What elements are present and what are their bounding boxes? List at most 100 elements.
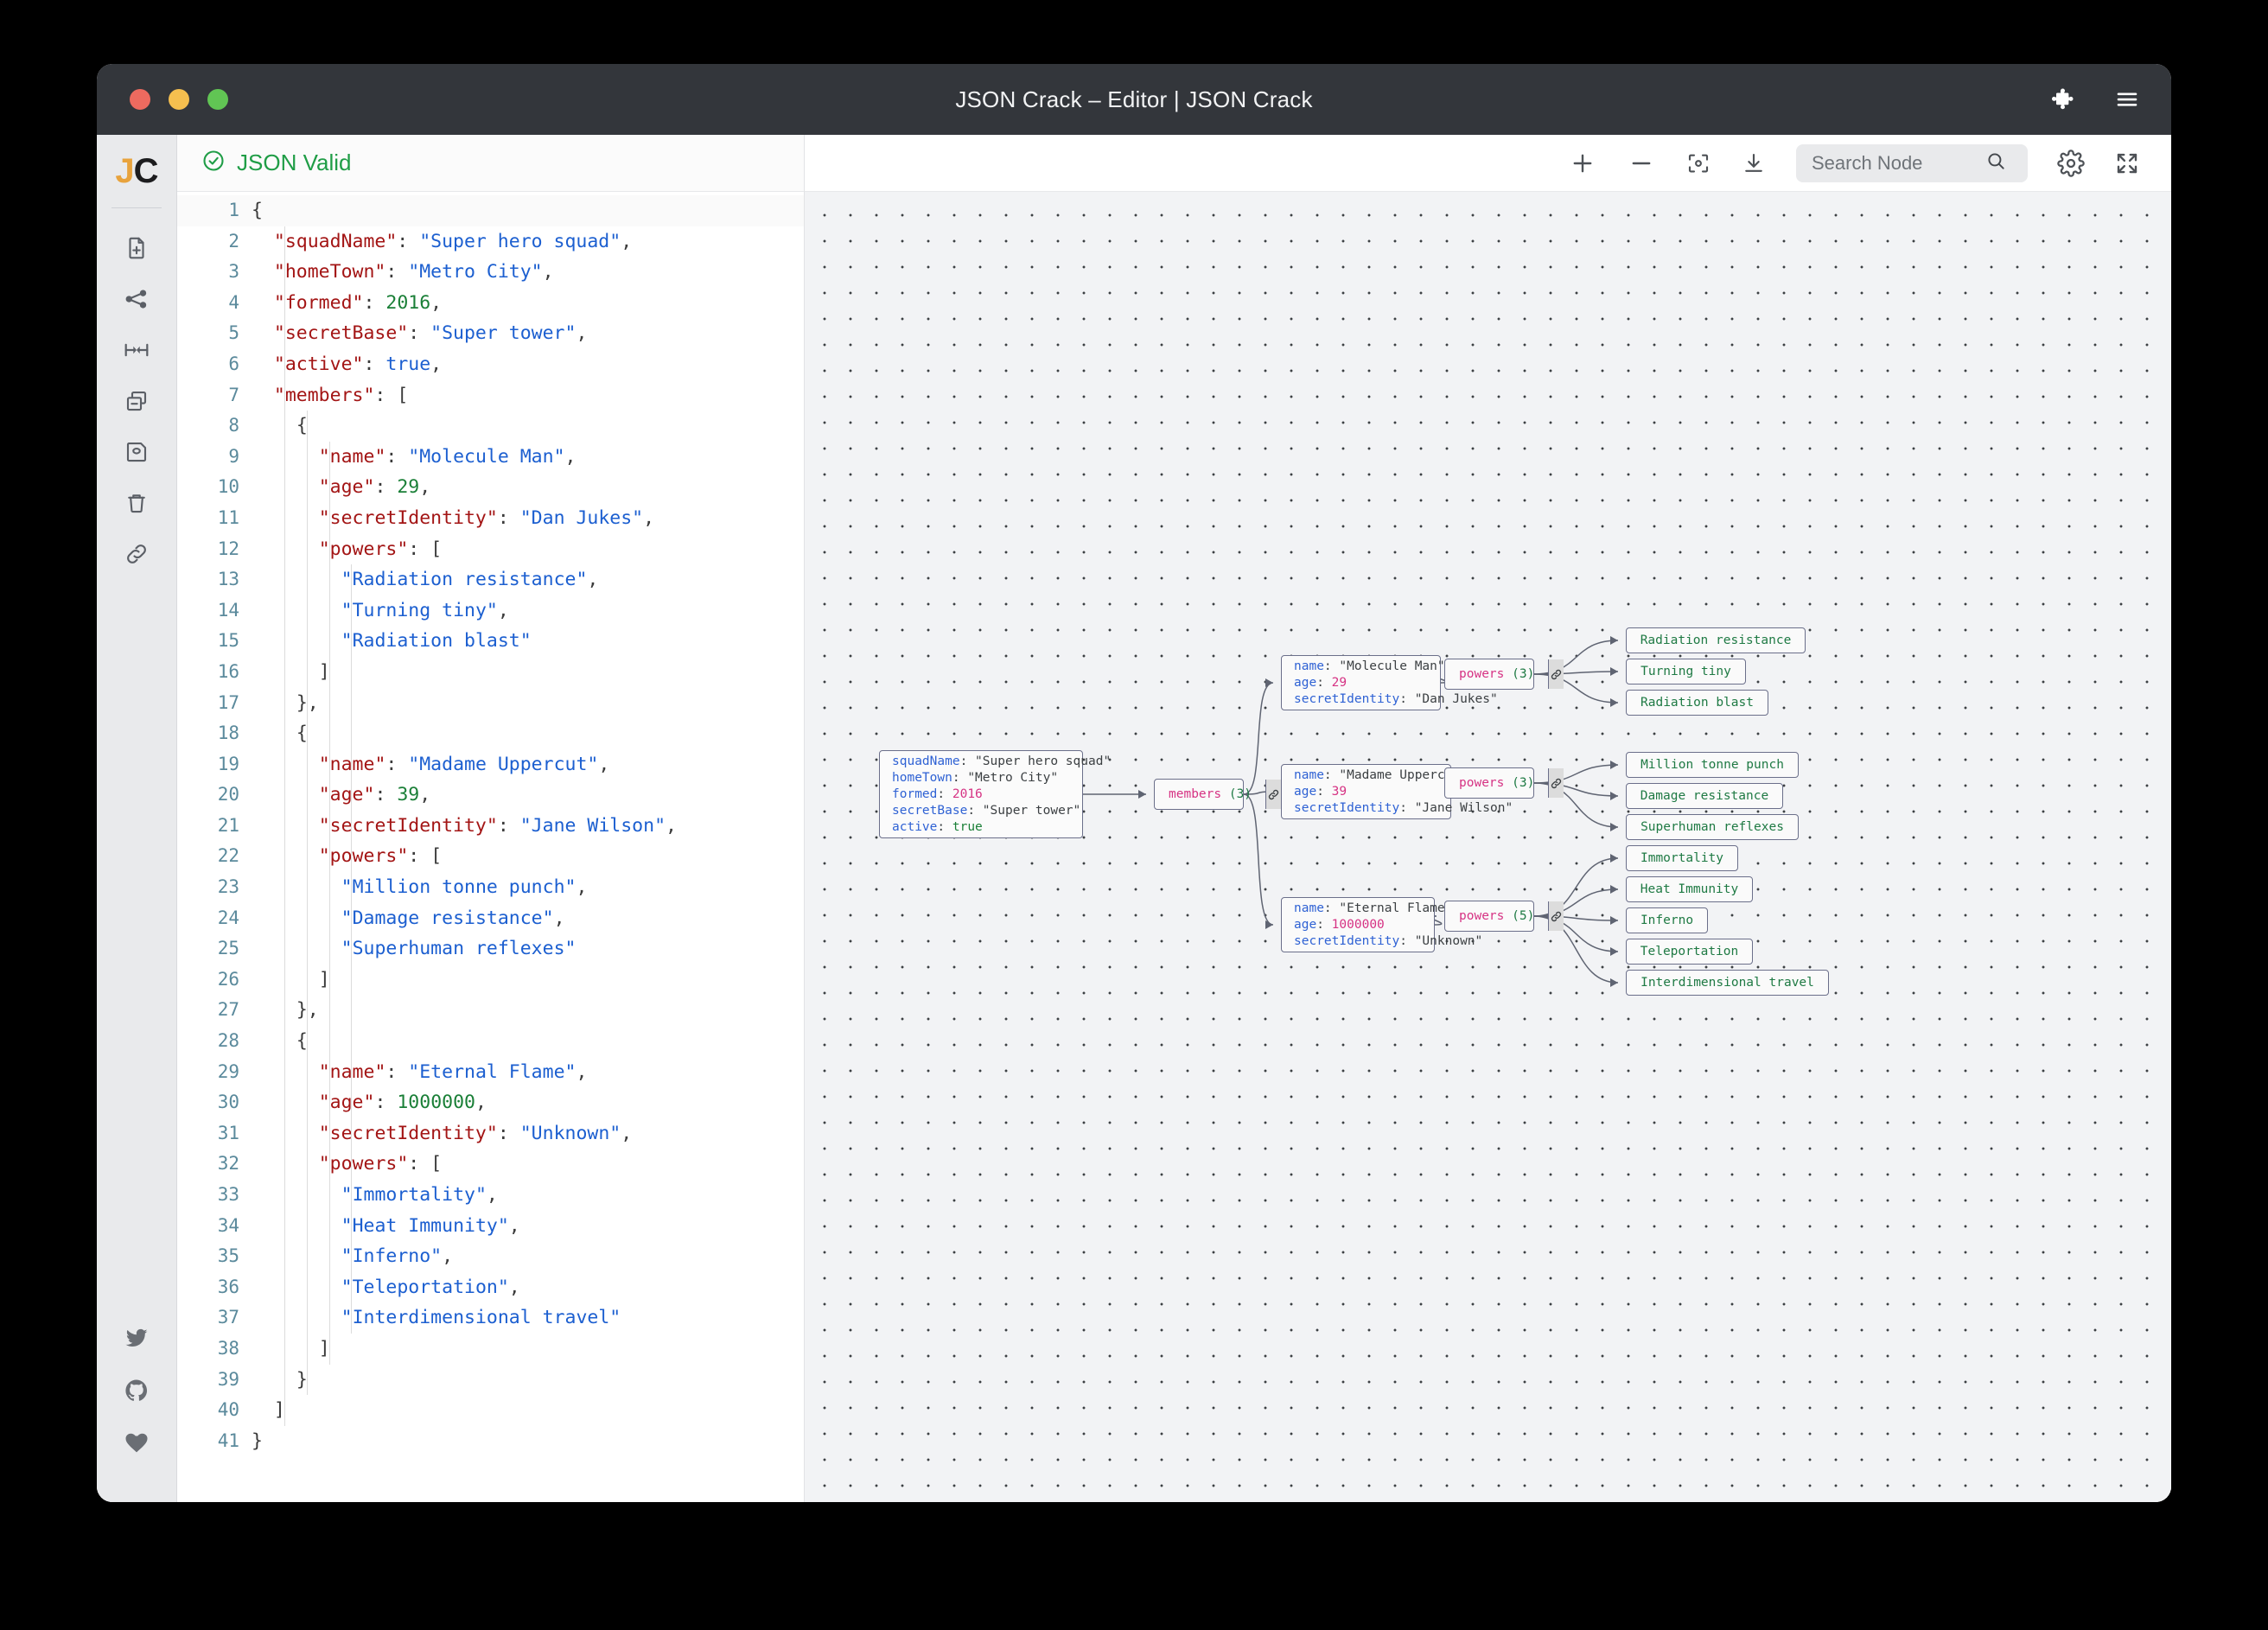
graph-node-leaf[interactable]: Heat Immunity <box>1626 876 1753 902</box>
graph-node-leaf[interactable]: Turning tiny <box>1626 659 1746 684</box>
graph-edge <box>1533 915 1619 952</box>
code-line[interactable]: 29 "name": "Eternal Flame", <box>177 1057 804 1088</box>
code-line[interactable]: 9 "name": "Molecule Man", <box>177 442 804 473</box>
copy-window-icon[interactable] <box>97 375 177 426</box>
graph-canvas[interactable]: squadName: "Super hero squad"homeTown: "… <box>805 192 2171 1502</box>
code-editor[interactable]: 1{2 "squadName": "Super hero squad",3 "h… <box>177 192 804 1502</box>
github-icon[interactable] <box>97 1364 177 1417</box>
twitter-icon[interactable] <box>97 1311 177 1364</box>
minimize-button[interactable] <box>169 89 189 110</box>
search-input[interactable] <box>1812 151 1976 175</box>
code-line[interactable]: 18 { <box>177 718 804 749</box>
graph-node-leaf[interactable]: Inferno <box>1626 907 1708 933</box>
link-icon[interactable] <box>1548 768 1564 798</box>
graph-edge-arrow <box>1610 978 1618 987</box>
line-number: 39 <box>217 1368 239 1390</box>
link-icon[interactable] <box>1265 780 1282 809</box>
graph-node-powers[interactable]: powers (5) <box>1444 901 1564 932</box>
hamburger-menu-icon[interactable] <box>2114 86 2140 112</box>
code-line[interactable]: 4 "formed": 2016, <box>177 288 804 319</box>
code-line[interactable]: 28 { <box>177 1026 804 1057</box>
code-line[interactable]: 3 "homeTown": "Metro City", <box>177 257 804 288</box>
code-line[interactable]: 32 "powers": [ <box>177 1149 804 1180</box>
code-line[interactable]: 36 "Teleportation", <box>177 1272 804 1303</box>
code-line[interactable]: 26 ] <box>177 965 804 996</box>
code-text: "formed": 2016, <box>273 291 443 314</box>
line-number: 40 <box>217 1399 239 1421</box>
code-line[interactable]: 21 "secretIdentity": "Jane Wilson", <box>177 811 804 842</box>
center-view-icon[interactable] <box>1685 150 1711 176</box>
link-icon[interactable] <box>1548 659 1564 689</box>
zoom-in-icon[interactable] <box>1568 149 1597 178</box>
code-line[interactable]: 17 }, <box>177 688 804 719</box>
code-line[interactable]: 20 "age": 39, <box>177 780 804 811</box>
code-line[interactable]: 23 "Million tonne punch", <box>177 872 804 903</box>
code-line[interactable]: 14 "Turning tiny", <box>177 595 804 627</box>
zoom-out-icon[interactable] <box>1627 149 1656 178</box>
graph-node-leaf[interactable]: Damage resistance <box>1626 783 1783 809</box>
code-line[interactable]: 30 "age": 1000000, <box>177 1087 804 1118</box>
code-line[interactable]: 34 "Heat Immunity", <box>177 1211 804 1242</box>
code-line[interactable]: 10 "age": 29, <box>177 472 804 503</box>
code-line[interactable]: 8 { <box>177 411 804 442</box>
save-icon[interactable] <box>97 426 177 477</box>
code-line[interactable]: 13 "Radiation resistance", <box>177 564 804 595</box>
code-line[interactable]: 2 "squadName": "Super hero squad", <box>177 226 804 258</box>
graph-edge-arrow <box>1610 667 1618 676</box>
leaf-label: Radiation blast <box>1640 695 1754 710</box>
graph-node-leaf[interactable]: Teleportation <box>1626 939 1753 965</box>
fullscreen-icon[interactable] <box>2114 150 2140 176</box>
share-graph-icon[interactable] <box>97 273 177 324</box>
graph-edge <box>1533 782 1619 797</box>
code-line[interactable]: 41} <box>177 1426 804 1457</box>
maximize-button[interactable] <box>207 89 228 110</box>
graph-node-members[interactable]: members (3) <box>1154 779 1282 810</box>
heart-icon[interactable] <box>97 1417 177 1469</box>
code-line[interactable]: 6 "active": true, <box>177 349 804 380</box>
graph-node-leaf[interactable]: Radiation resistance <box>1626 627 1806 653</box>
code-line[interactable]: 5 "secretBase": "Super tower", <box>177 318 804 349</box>
code-line[interactable]: 40 ] <box>177 1395 804 1426</box>
code-line[interactable]: 12 "powers": [ <box>177 534 804 565</box>
code-line[interactable]: 7 "members": [ <box>177 380 804 411</box>
new-file-icon[interactable] <box>97 222 177 273</box>
delete-icon[interactable] <box>97 477 177 528</box>
code-line[interactable]: 31 "secretIdentity": "Unknown", <box>177 1118 804 1149</box>
code-line[interactable]: 39 } <box>177 1365 804 1396</box>
search-icon[interactable] <box>1984 150 2007 176</box>
download-icon[interactable] <box>1741 150 1767 176</box>
graph-node-leaf[interactable]: Superhuman reflexes <box>1626 814 1799 840</box>
code-line[interactable]: 27 }, <box>177 995 804 1026</box>
code-line[interactable]: 37 "Interdimensional travel" <box>177 1302 804 1334</box>
code-line[interactable]: 19 "name": "Madame Uppercut", <box>177 749 804 780</box>
graph-node-leaf[interactable]: Interdimensional travel <box>1626 970 1829 996</box>
graph-node-leaf[interactable]: Radiation blast <box>1626 690 1768 716</box>
graph-edge-arrow <box>1610 885 1618 894</box>
graph-node-leaf[interactable]: Immortality <box>1626 845 1738 871</box>
code-line[interactable]: 35 "Inferno", <box>177 1241 804 1272</box>
code-line[interactable]: 11 "secretIdentity": "Dan Jukes", <box>177 503 804 534</box>
code-line[interactable]: 33 "Immortality", <box>177 1180 804 1211</box>
code-line[interactable]: 22 "powers": [ <box>177 841 804 872</box>
collapse-icon[interactable] <box>97 324 177 375</box>
link-icon[interactable] <box>1548 901 1564 931</box>
puzzle-icon[interactable] <box>2052 86 2078 112</box>
link-icon[interactable] <box>97 528 177 579</box>
close-button[interactable] <box>130 89 150 110</box>
graph-node-powers[interactable]: powers (3) <box>1444 767 1564 799</box>
code-line[interactable]: 24 "Damage resistance", <box>177 903 804 934</box>
graph-node-powers[interactable]: powers (3) <box>1444 659 1564 690</box>
search-node-box[interactable] <box>1796 143 2028 182</box>
code-line[interactable]: 15 "Radiation blast" <box>177 626 804 657</box>
code-line[interactable]: 16 ] <box>177 657 804 688</box>
code-line[interactable]: 38 ] <box>177 1334 804 1365</box>
graph-node-root[interactable]: squadName: "Super hero squad"homeTown: "… <box>879 750 1111 838</box>
graph-node-leaf[interactable]: Million tonne punch <box>1626 752 1799 778</box>
gear-icon[interactable] <box>2057 149 2085 177</box>
code-line[interactable]: 25 "Superhuman reflexes" <box>177 933 804 965</box>
code-line[interactable]: 1{ <box>177 195 804 226</box>
